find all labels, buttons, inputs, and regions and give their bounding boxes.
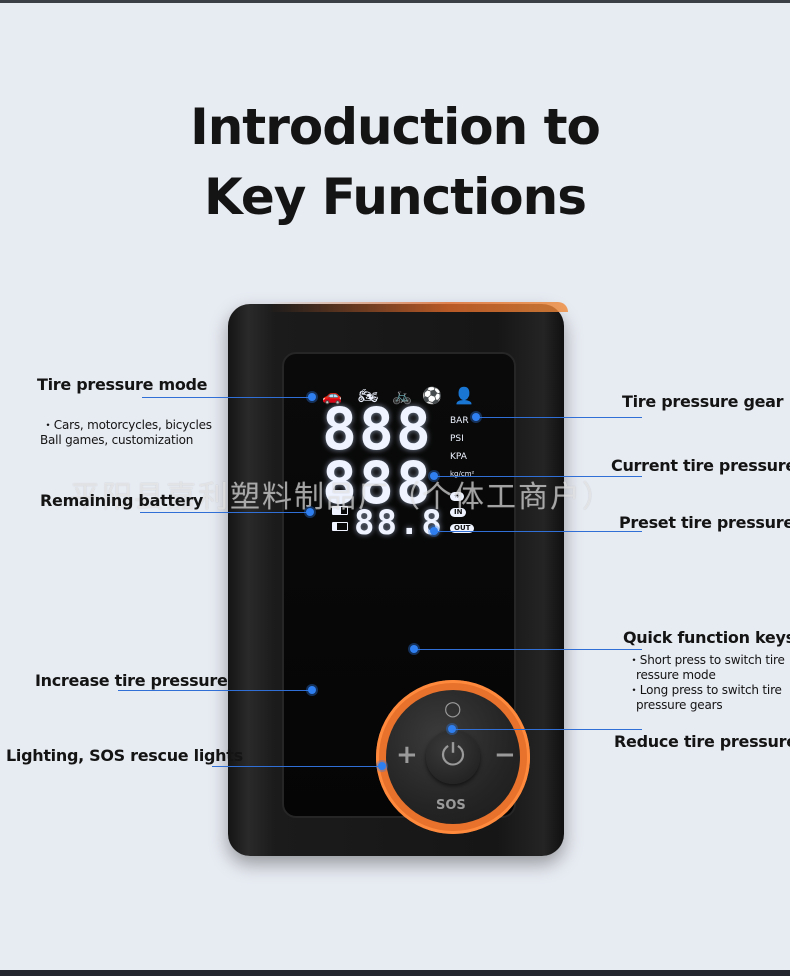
lighting-line: [212, 766, 382, 767]
reduce-label: Reduce tire pressure: [614, 732, 790, 751]
quick-keys-detail-1: ・Short press to switch tire: [628, 653, 785, 667]
increase-line: [118, 690, 312, 691]
preset-dot: [430, 527, 438, 535]
power-icon: ⏻: [441, 739, 465, 772]
control-pad: ○ + − SOS ⏻: [386, 690, 520, 824]
battery-dot: [306, 508, 314, 516]
unit-kpa: KPA: [450, 452, 467, 462]
unit-bar: BAR: [450, 416, 469, 426]
lighting-label: Lighting, SOS rescue lights: [6, 746, 243, 765]
mode-in-badge: IN: [450, 508, 467, 517]
mode-button[interactable]: ○: [444, 696, 462, 720]
quick-keys-dot: [410, 645, 418, 653]
motorcycle-icon: 🏍: [358, 386, 379, 405]
car-icon: 🚗: [322, 386, 342, 405]
current-pressure-digits: 888: [322, 395, 433, 463]
battery-low-icon: [332, 522, 348, 531]
ball-icon: ⚽: [422, 386, 442, 405]
quick-keys-line: [416, 649, 642, 650]
power-button[interactable]: ⏻: [426, 730, 480, 784]
increase-dot: [308, 686, 316, 694]
mode-out-badge: OUT: [450, 524, 475, 533]
current-label: Current tire pressure: [611, 456, 790, 475]
preset-label: Preset tire pressure: [619, 513, 790, 532]
title-line-2: Key Functions: [203, 168, 587, 226]
light-mode-icon: ☀: [450, 492, 465, 501]
custom-user-icon: 👤: [454, 386, 474, 405]
control-ring: ○ + − SOS ⏻: [376, 680, 530, 834]
bicycle-icon: 🚲: [392, 386, 412, 405]
watermark: 平阳县嘉利塑料制品厂（个体工商户）: [70, 480, 614, 515]
lighting-dot: [378, 762, 386, 770]
gear-label: Tire pressure gear: [622, 392, 784, 411]
tire-mode-detail-1: ・Cars, motorcycles, bicycles: [42, 418, 212, 432]
bottom-edge-bar: [0, 970, 790, 976]
gear-line: [478, 417, 642, 418]
battery-full-icon: [332, 490, 348, 499]
current-line: [436, 476, 642, 477]
orange-rim: [268, 302, 568, 312]
title-line-1: Introduction to: [190, 98, 601, 156]
unit-kgcm2: kg/cm²: [450, 470, 475, 478]
battery-line: [140, 512, 310, 513]
current-dot: [430, 472, 438, 480]
quick-keys-detail-4: pressure gears: [636, 698, 723, 712]
lcd-screen: 🚗 🏍 🚲 ⚽ 👤 888 888 88.8 BAR PSI KPA kg/cm…: [282, 352, 530, 834]
quick-keys-detail-2: ressure mode: [636, 668, 716, 682]
decrease-button[interactable]: −: [494, 740, 516, 770]
page-title: Introduction to Key Functions: [0, 92, 790, 232]
quick-keys-detail-3: ・Long press to switch tire: [628, 683, 782, 697]
reduce-line: [454, 729, 642, 730]
quick-keys-label: Quick function keys: [623, 628, 790, 647]
tire-mode-label: Tire pressure mode: [37, 375, 208, 394]
sos-button[interactable]: SOS: [436, 798, 466, 813]
current-pressure-digits-lower: 888: [322, 449, 433, 517]
top-edge-bar: [0, 0, 790, 3]
preset-pressure-digits: 88.8: [354, 503, 444, 543]
tire-inflator-device: 🚗 🏍 🚲 ⚽ 👤 888 888 88.8 BAR PSI KPA kg/cm…: [228, 302, 568, 856]
tire-mode-dot: [308, 393, 316, 401]
tire-mode-detail-2: Ball games, customization: [40, 433, 194, 447]
increase-label: Increase tire pressure: [35, 671, 228, 690]
reduce-dot: [448, 725, 456, 733]
increase-button[interactable]: +: [396, 740, 418, 770]
battery-label: Remaining battery: [40, 491, 204, 510]
gear-dot: [472, 413, 480, 421]
unit-psi: PSI: [450, 434, 464, 444]
tire-mode-line: [142, 397, 312, 398]
preset-line: [436, 531, 642, 532]
battery-half-icon: [332, 506, 348, 515]
